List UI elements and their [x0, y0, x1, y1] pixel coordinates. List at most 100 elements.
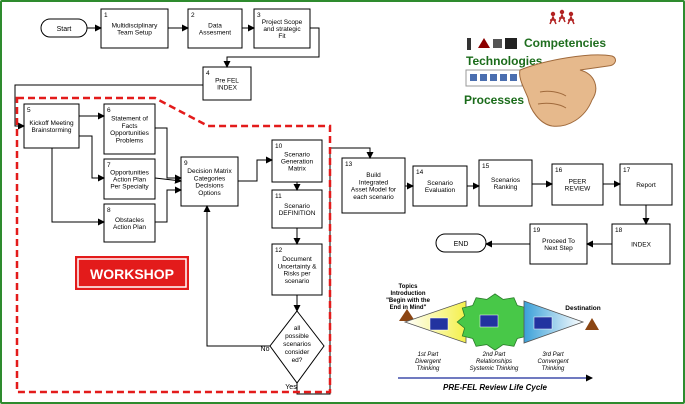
person-body [558, 13, 566, 23]
connector [154, 176, 182, 184]
box-number: 16 [555, 167, 563, 174]
diamond-line: scenarios [283, 341, 312, 348]
topics-line: Introduction [391, 291, 426, 297]
process-step-icon [470, 74, 477, 81]
workshop-region [15, 96, 332, 394]
box-line: Risks per [283, 271, 311, 278]
box-number: 2 [191, 12, 195, 19]
box-line: Multidisciplinary [112, 22, 159, 29]
diamond-line: all [294, 325, 301, 332]
process-step-icon [500, 74, 507, 81]
box-number: 3 [257, 12, 261, 19]
box-line: Data [208, 22, 222, 29]
box-line: Brainstorming [31, 127, 71, 134]
box-line: Team Setup [117, 30, 152, 37]
pumpjack-icon [478, 38, 490, 48]
box-line: Proceed To [542, 238, 575, 245]
process-step-icon [480, 74, 487, 81]
box-line: INDEX [217, 85, 238, 92]
box-line: Assesment [199, 30, 231, 37]
part3-line: 3rd Part [542, 352, 564, 358]
start-mountain-icon [399, 309, 415, 321]
box-number: 4 [206, 70, 210, 77]
box-line: Kickoff Meeting [29, 120, 74, 127]
box-number: 14 [416, 169, 424, 176]
box-line: Next Step [544, 245, 573, 252]
phase-thumbnail [429, 317, 449, 331]
box-number: 7 [107, 162, 111, 169]
box-line: Problems [116, 137, 144, 144]
workshop-text: WORKSHOP [90, 266, 174, 282]
decision-no-label: No [261, 346, 270, 353]
box-line: Opportunities [110, 130, 149, 137]
box-number: 15 [482, 163, 490, 170]
box-rect [103, 103, 156, 155]
box-line: Action Plan [113, 177, 146, 184]
process-step-icon [510, 74, 517, 81]
person-head [568, 11, 574, 17]
box-number: 13 [345, 161, 353, 168]
part1-line: 1st Part [418, 352, 439, 358]
connector [79, 135, 105, 182]
box-rect [529, 223, 588, 265]
box-line: Action Plan [113, 224, 146, 231]
hand-icon [519, 54, 616, 127]
box-rect [611, 223, 671, 265]
box-line: Integrated [359, 179, 389, 186]
box-number: 19 [533, 227, 541, 234]
box-rect [619, 163, 673, 206]
decision-yes-label: Yes [285, 384, 297, 391]
part1-line: Divergent [415, 359, 441, 365]
box-number: 17 [623, 167, 631, 174]
box-line: Pre FEL [215, 77, 239, 84]
part3-line: Thinking [542, 366, 565, 372]
process-step-icon [490, 74, 497, 81]
box-rect [551, 163, 604, 206]
diamond-line: possible [285, 333, 309, 340]
box-rect [412, 165, 468, 207]
connector [155, 127, 182, 182]
box-line: Scenario [427, 180, 453, 187]
competencies-label: Competencies [524, 36, 606, 50]
box-number: 12 [275, 247, 283, 254]
connector [51, 148, 105, 226]
part2-line: 2nd Part [482, 352, 506, 358]
box-line: Scenarios [491, 177, 521, 184]
diamond-line: ed? [292, 357, 303, 364]
box-line: each scenario [353, 194, 394, 201]
box-number: 8 [107, 207, 111, 214]
connector [238, 156, 273, 182]
person-head [550, 11, 556, 17]
box-number: 18 [615, 227, 623, 234]
box-line: Uncertainty & [277, 263, 317, 270]
hand-fingers [537, 90, 567, 109]
phase-thumbnail [533, 316, 553, 330]
destination-mountain-icon [585, 318, 599, 330]
connector [223, 27, 320, 68]
box-rect [478, 159, 533, 207]
box-line: and strategic [263, 26, 301, 33]
box-line: Decisions [195, 183, 224, 190]
convergent-shape [523, 300, 585, 344]
box-number: 11 [275, 193, 282, 200]
server-icon [505, 38, 517, 49]
diamond-line: consider [285, 349, 310, 356]
box-number: 6 [107, 107, 111, 114]
